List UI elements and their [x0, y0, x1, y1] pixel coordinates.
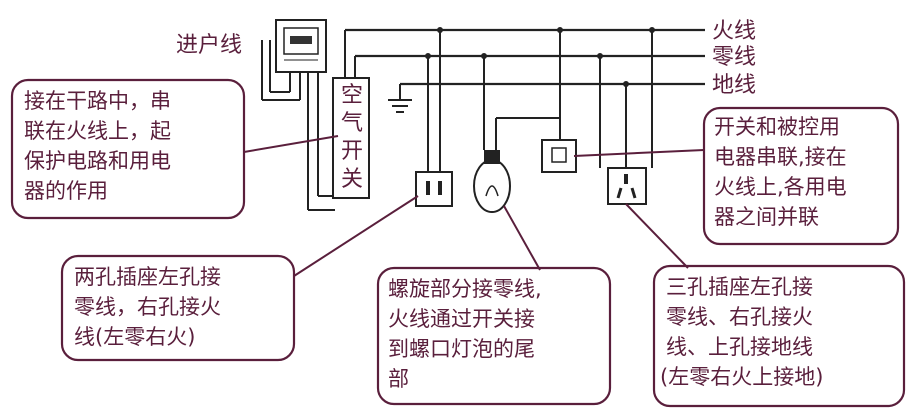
- switch-note-box: [702, 106, 900, 246]
- service-wires: [261, 30, 356, 211]
- air-breaker: 空 气 开 关: [332, 77, 370, 199]
- breaker-note-line-2: 联在火线上，起: [24, 119, 171, 143]
- three-hole-note-box: [652, 264, 906, 408]
- breaker-char-3: 开: [341, 139, 363, 164]
- bulb-note-line-1: 螺旋部分接零线,: [388, 277, 542, 301]
- ground-symbol: [388, 84, 412, 113]
- switch-note-line-4: 器之间并联: [714, 205, 819, 229]
- three-hole-note-line-3: 线、上孔接地线: [666, 335, 813, 359]
- main-wires: [345, 28, 705, 86]
- breaker-note-box: [10, 78, 246, 220]
- service-line-label: 进户线: [176, 33, 242, 58]
- bulb-note-line-4: 部: [388, 367, 409, 391]
- breaker-note-line-3: 保护电路和用电: [24, 149, 171, 173]
- pointer-lines: [243, 135, 705, 277]
- breaker-note-line-4: 器的作用: [24, 179, 108, 203]
- callout-boxes: [10, 78, 906, 408]
- ground-wire-label: 地线: [712, 73, 756, 98]
- live-wire-label: 火线: [712, 19, 756, 44]
- breaker-char-2: 气: [341, 111, 363, 136]
- junction-dots: [425, 27, 563, 59]
- switch-note-line-2: 电器串联,接在: [714, 145, 847, 169]
- two-hole-note-line-1: 两孔插座左孔接: [74, 265, 221, 289]
- bulb-note-line-2: 火线通过开关接: [388, 307, 535, 331]
- screw-bulb: [473, 56, 560, 213]
- bulb-note-box: [376, 266, 612, 406]
- switch-note-line-3: 火线上,各用电: [714, 175, 847, 199]
- three-hole-note-line-2: 零线、右孔接火: [666, 305, 813, 329]
- two-hole-socket: [415, 30, 453, 207]
- breaker-note-line-1: 接在干路中，串: [24, 89, 171, 113]
- two-hole-note-line-2: 零线，右孔接火: [74, 295, 221, 319]
- breaker-char-4: 关: [341, 167, 363, 192]
- three-hole-socket: [597, 27, 655, 205]
- two-hole-note-line-3: 线(左零右火): [74, 325, 195, 349]
- bulb-note-line-3: 到螺口灯泡的尾: [388, 337, 535, 361]
- light-switch: [541, 30, 577, 173]
- switch-note-line-1: 开关和被控用: [714, 115, 840, 139]
- neutral-wire-label: 零线: [712, 45, 756, 70]
- energy-meter: [275, 19, 327, 73]
- two-hole-note-box: [60, 254, 296, 362]
- three-hole-note-line-1: 三孔插座左孔接: [666, 275, 813, 299]
- three-hole-note-line-4: (左零右火上接地): [660, 365, 823, 389]
- breaker-char-1: 空: [341, 83, 363, 108]
